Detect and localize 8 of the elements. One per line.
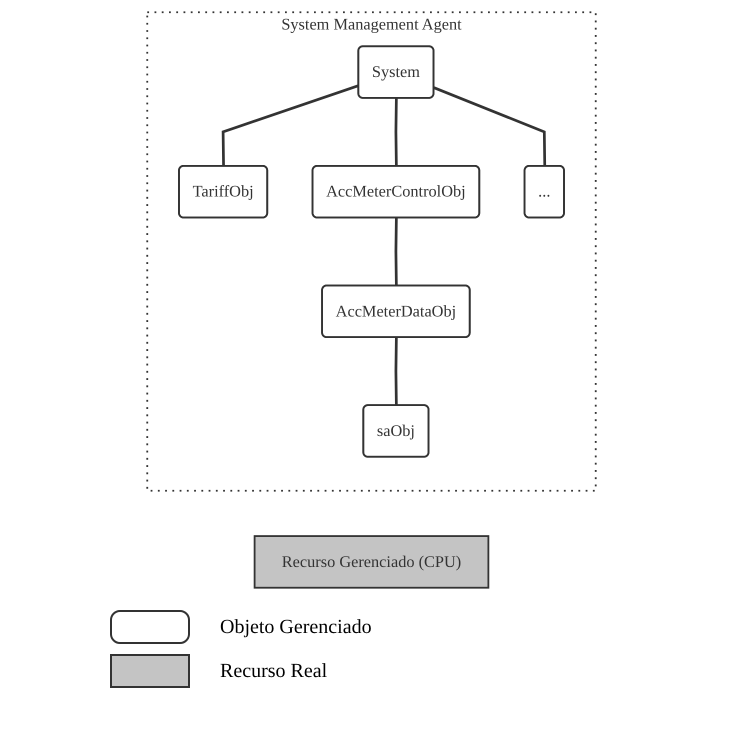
node-box: Recurso Gerenciado (CPU)	[254, 535, 490, 589]
connector	[433, 86, 546, 166]
legend-label: Objeto Gerenciado	[220, 616, 372, 638]
connector	[394, 218, 398, 286]
connector	[394, 98, 398, 166]
connector	[222, 84, 360, 166]
connector	[394, 338, 398, 406]
legend-label: Recurso Real	[220, 660, 328, 682]
